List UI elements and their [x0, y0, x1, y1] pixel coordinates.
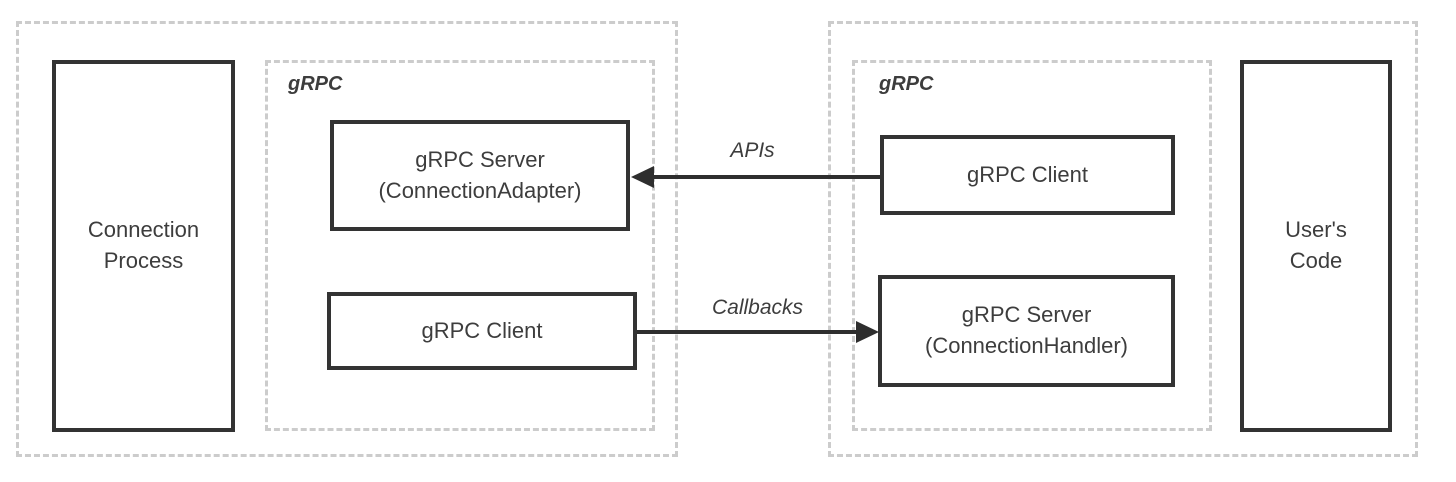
handler-box-label-line2: (ConnectionHandler) [925, 333, 1128, 358]
grpc-server-connection-handler-box: gRPC Server (ConnectionHandler) [878, 275, 1175, 387]
apis-arrow-line [650, 175, 880, 179]
callbacks-arrowhead-right-icon [856, 321, 879, 343]
handler-box-label-line1: gRPC Server [961, 302, 1092, 328]
connection-process-container [16, 21, 678, 457]
adapter-box-label-line1: gRPC Server [415, 146, 545, 172]
adapter-box-label-line2: (ConnectionAdapter) [378, 177, 582, 203]
grpc-group-label-right: gRPC [879, 73, 934, 95]
grpc-runtime-group-left [265, 60, 655, 431]
callbacks-arrow-label: Callbacks [711, 296, 804, 319]
grpc-client-left-label: gRPC Client [421, 317, 543, 343]
grpc-runtime-group-right [852, 60, 1212, 431]
users-code-box: User's Code [1240, 60, 1392, 432]
users-code-label-line2: Code [1289, 248, 1343, 273]
users-code-label-line1: User's [1285, 217, 1347, 243]
apis-arrowhead-left-icon [631, 166, 654, 188]
callbacks-arrow-line [637, 330, 859, 334]
connection-process-label-line1: Connection [87, 217, 200, 243]
grpc-client-box-left: gRPC Client [327, 292, 637, 370]
apis-arrow-label: APIs [730, 139, 775, 162]
grpc-server-connection-adapter-box: gRPC Server (ConnectionAdapter) [330, 120, 630, 231]
user-process-container [828, 21, 1418, 457]
grpc-client-box-right: gRPC Client [880, 135, 1175, 215]
grpc-group-label-left: gRPC [288, 73, 343, 95]
connection-process-box: Connection Process [52, 60, 235, 432]
grpc-client-right-label: gRPC Client [966, 161, 1089, 187]
connection-process-label-line2: Process [103, 248, 184, 273]
